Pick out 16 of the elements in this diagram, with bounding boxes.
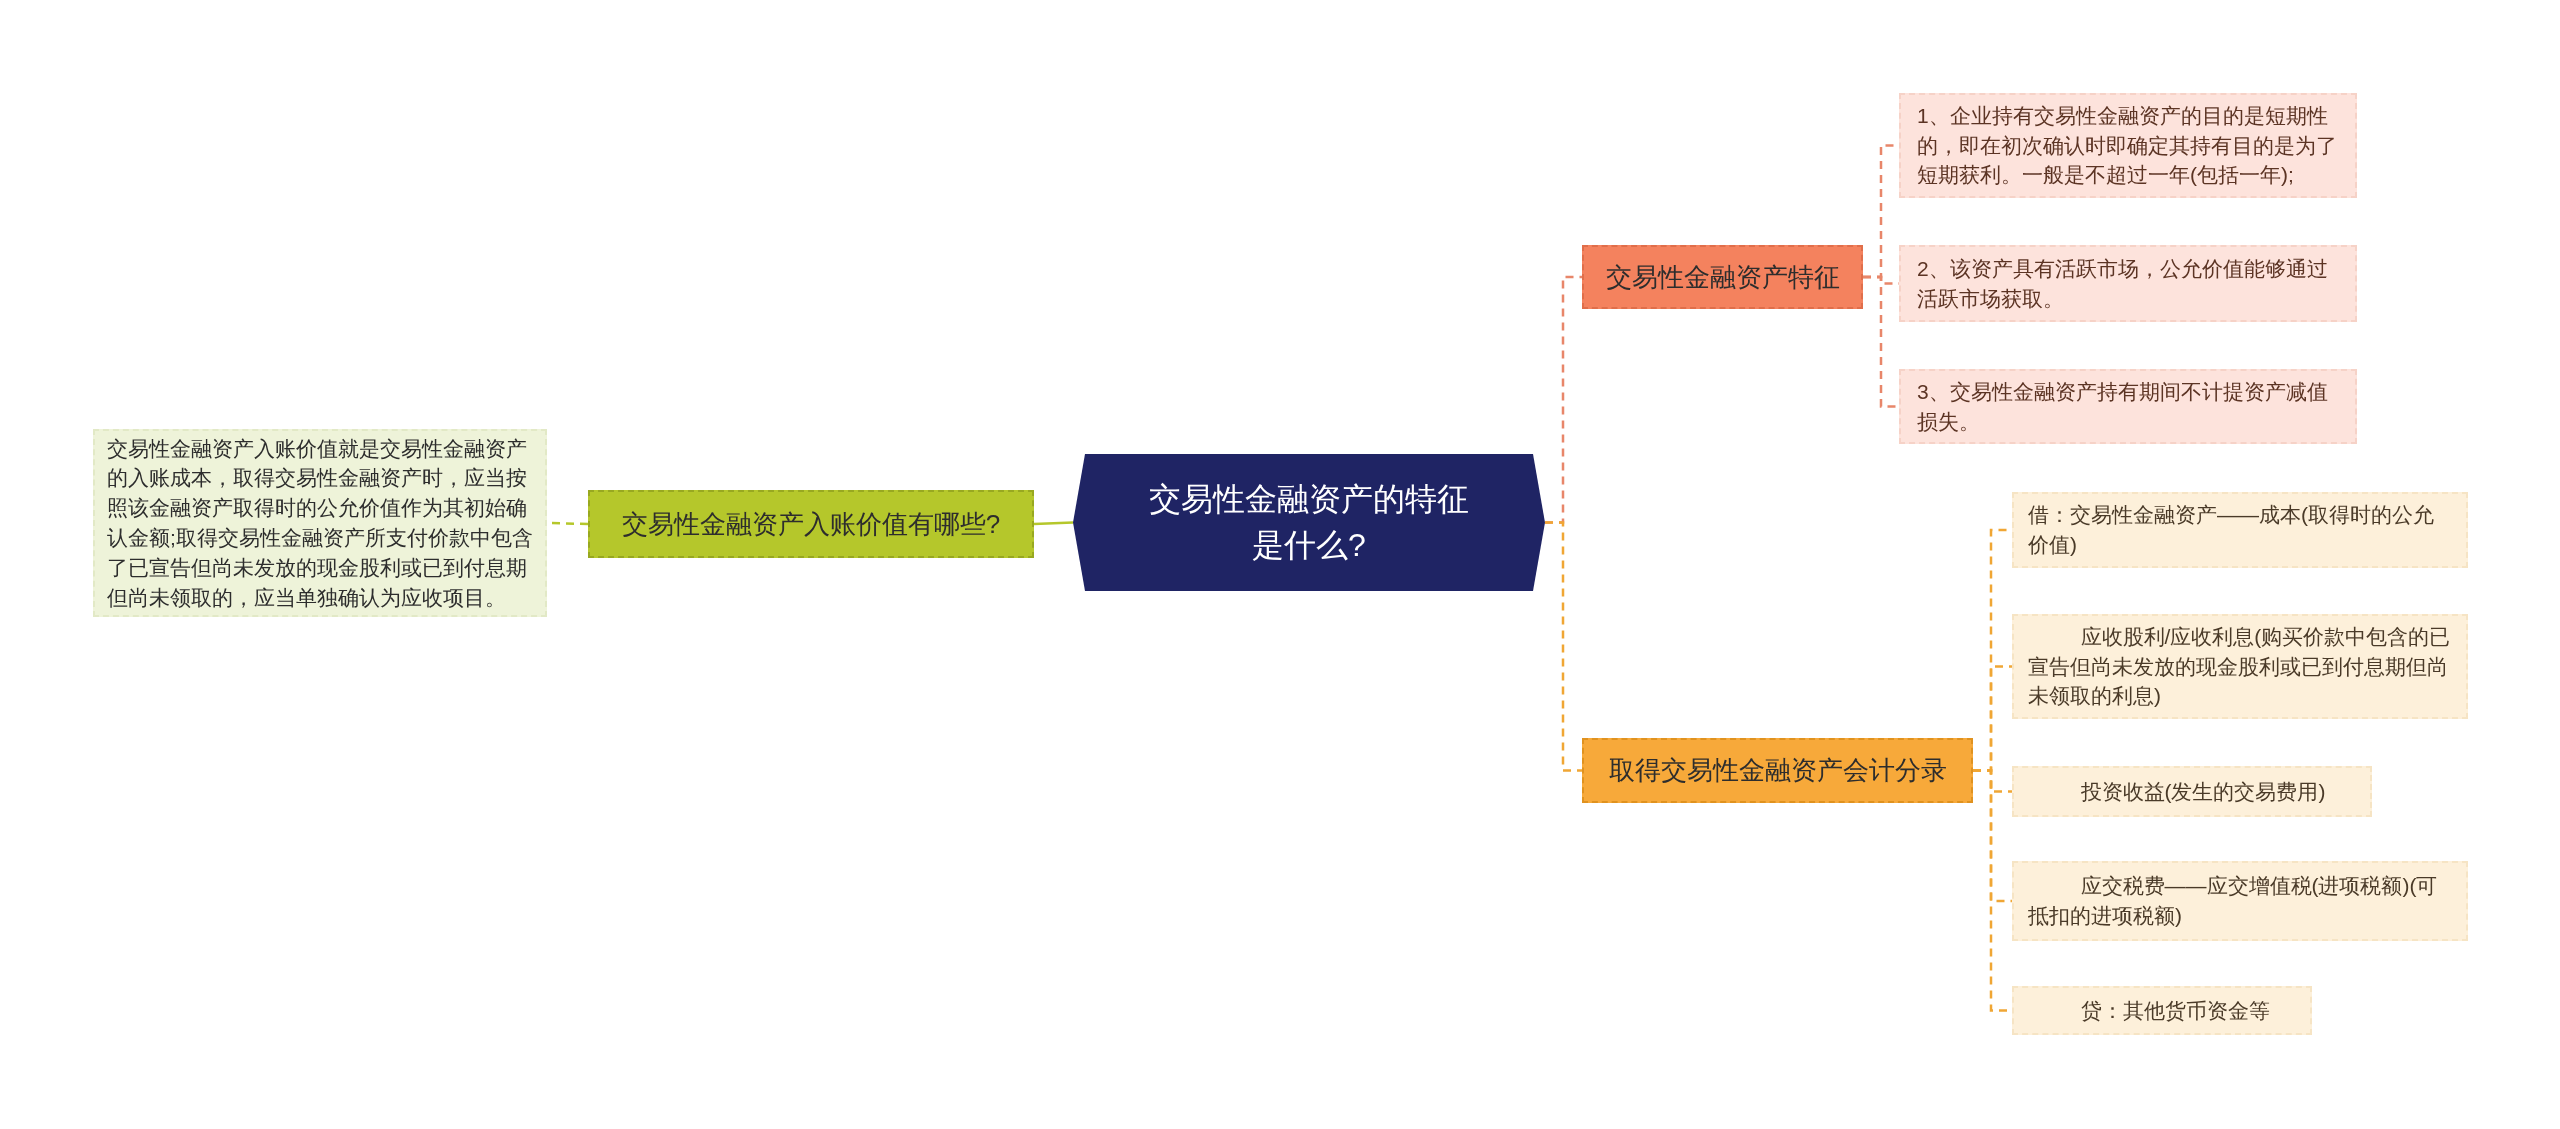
note-box: 应收股利/应收利息(购买价款中包含的已宣告但尚未发放的现金股利或已到付息期但尚未领取的利息)	[2012, 614, 2468, 719]
central-topic: 交易性金融资产的特征是什么?	[1073, 454, 1545, 591]
topic-box: 取得交易性金融资产会计分录	[1582, 738, 1973, 803]
connector-line	[1545, 521, 1582, 772]
connector-line	[1863, 275, 1899, 408]
note-box: 交易性金融资产入账价值就是交易性金融资产的入账成本，取得交易性金融资产时，应当按照该金融资产取得时的公允价值作为其初始确认金额;取得交易性金融资产所支付价款中包含了已宣告但尚未发放的现金股利或已到付息期但尚未领取的，应当单独确认为应收项目。	[93, 429, 547, 617]
note-box: 1、企业持有交易性金融资产的目的是短期性的，即在初次确认时即确定其持有目的是为了短期获利。一般是不超过一年(包括一年);	[1899, 93, 2357, 198]
note-box: 贷：其他货币资金等	[2012, 986, 2312, 1035]
note-box: 3、交易性金融资产持有期间不计提资产减值损失。	[1899, 369, 2357, 444]
connector-line	[1033, 521, 1074, 526]
topic-box: 交易性金融资产特征	[1582, 245, 1863, 309]
note-box: 借：交易性金融资产——成本(取得时的公允价值)	[2012, 492, 2468, 568]
note-box: 投资收益(发生的交易费用)	[2012, 766, 2372, 817]
topic-box: 交易性金融资产入账价值有哪些?	[588, 490, 1034, 558]
note-box: 应交税费——应交增值税(进项税额)(可抵扣的进项税额)	[2012, 861, 2468, 941]
note-box: 2、该资产具有活跃市场，公允价值能够通过活跃市场获取。	[1899, 245, 2357, 322]
